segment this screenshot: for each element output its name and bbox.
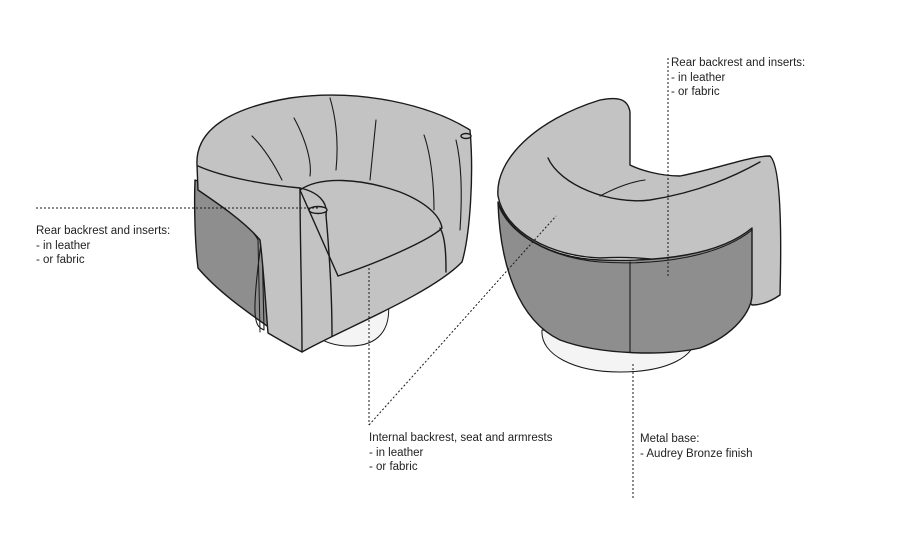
callout-option: - in leather (671, 71, 726, 84)
callout-option: - in leather (36, 239, 91, 252)
callout-option: - Audrey Bronze finish (640, 447, 753, 460)
rear-shell-right (497, 201, 753, 354)
callout-option: - or fabric (671, 86, 720, 98)
callout-title: Metal base: (640, 433, 700, 445)
callout-metal-base: Metal base: - Audrey Bronze finish (640, 432, 753, 461)
inner-bowl-right (547, 157, 761, 202)
callout-title: Internal backrest, seat and armrests (369, 432, 553, 444)
callout-option: - or fabric (36, 254, 85, 266)
callout-title: Rear backrest and inserts: (671, 57, 806, 69)
callout-title: Rear backrest and inserts: (36, 225, 171, 237)
callout-option: - in leather (369, 446, 424, 459)
callout-internal-upholstery: Internal backrest, seat and armrests - i… (369, 431, 552, 475)
seat-cushion-left (299, 179, 443, 277)
leader-internal-diag (368, 215, 557, 426)
armchair-front-view (193, 94, 473, 353)
callout-left-rear-backrest: Rear backrest and inserts: - in leather … (36, 224, 170, 268)
callout-right-rear-backrest: Rear backrest and inserts: - in leather … (671, 56, 805, 100)
callout-option: - or fabric (369, 461, 418, 473)
callout-lines (36, 58, 669, 500)
armchair-rear-view (497, 97, 782, 373)
